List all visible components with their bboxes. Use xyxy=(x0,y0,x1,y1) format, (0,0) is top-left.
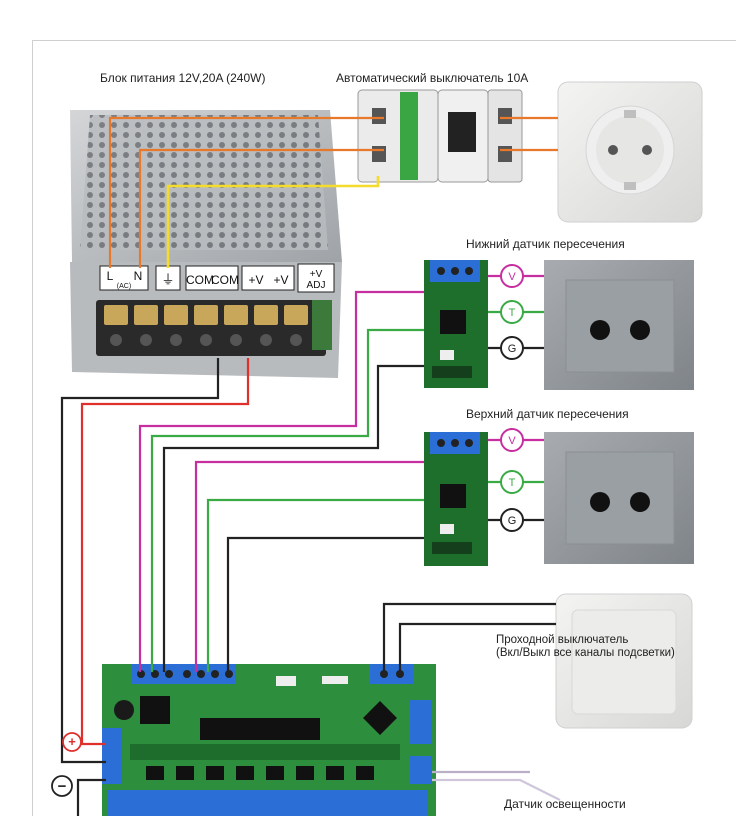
wire-black-switch-2 xyxy=(398,622,556,672)
wire-black-top xyxy=(226,536,424,672)
wire-magenta-top xyxy=(194,460,424,672)
plus-marker xyxy=(62,732,82,752)
wire-black-psu-com xyxy=(60,358,220,764)
light-sensor-title: Датчик освещенности xyxy=(504,797,626,811)
sensor-module-bottom xyxy=(424,260,488,388)
psu-title: Блок питания 12V,20A (240W) xyxy=(100,71,266,85)
controller-board xyxy=(102,664,436,816)
switch-title-line1: Проходной выключатель xyxy=(496,634,629,646)
pin-label-t-bottom: T xyxy=(509,307,516,319)
pin-label-v-top: V xyxy=(508,435,516,447)
pin-marker-g-top xyxy=(500,508,524,532)
pin-label-g-bottom: G xyxy=(508,343,517,355)
wire-orange-l xyxy=(108,116,558,268)
psu-terminal-n: N xyxy=(134,269,143,283)
psu-terminal-v1: +V xyxy=(248,273,263,287)
psu-terminal-v2: +V xyxy=(273,273,288,287)
psu-terminal-ac: (AC) xyxy=(117,283,131,290)
wire-light-sensor-2 xyxy=(432,778,561,801)
wall-socket xyxy=(557,81,703,223)
pin-label-g-top: G xyxy=(508,515,517,527)
wire-black-switch-1 xyxy=(382,602,556,672)
circuit-breaker xyxy=(357,89,523,183)
pin-marker-t-bottom xyxy=(500,300,524,324)
wire-green-top xyxy=(206,498,424,672)
wire-red-psu-v xyxy=(80,358,250,746)
minus-marker xyxy=(51,775,73,797)
pin-label-t-top: T xyxy=(509,477,516,489)
psu-terminal-com2: COM xyxy=(211,273,239,287)
psu-terminal-l: L xyxy=(107,269,114,283)
breaker-title: Автоматический выключатель 10А xyxy=(336,71,529,85)
psu-terminal-ground: ⏚ xyxy=(161,272,174,287)
psu-terminal-com1: COM xyxy=(186,273,214,287)
psu-terminal-vadj-bottom: ADJ xyxy=(307,280,326,291)
pin-marker-v-top xyxy=(500,428,524,452)
sensor-plate-top xyxy=(544,432,694,564)
wire-green-bottom xyxy=(150,328,424,672)
power-supply xyxy=(70,110,342,378)
switch-title-line2: (Вкл/Выкл все каналы подсветки) xyxy=(496,647,675,659)
plus-label: + xyxy=(68,734,76,749)
psu-terminal-vadj-top: +V xyxy=(310,269,323,280)
sensor-module-top xyxy=(424,432,488,566)
terminal-labels: L N (AC) ⏚ COM COM +V +V +V ADJ V T G V … xyxy=(58,269,517,795)
pin-marker-g-bottom xyxy=(500,336,524,360)
pin-marker-v-bottom xyxy=(500,264,524,288)
pin-label-v-bottom: V xyxy=(508,271,516,283)
sensor-top-title: Верхний датчик пересечения xyxy=(466,407,629,421)
sensor-bottom-title: Нижний датчик пересечения xyxy=(466,237,625,251)
wire-black-bottom xyxy=(162,364,424,672)
wire-magenta-bottom xyxy=(138,290,424,672)
wire-yellow-ground xyxy=(166,176,380,268)
sensor-plate-bottom xyxy=(544,260,694,390)
wire-black-minus xyxy=(76,778,106,816)
pin-markers xyxy=(51,264,524,797)
minus-label: − xyxy=(58,778,67,795)
wire-orange-n xyxy=(138,148,558,268)
pass-through-switch xyxy=(555,593,693,729)
pin-marker-t-top xyxy=(500,470,524,494)
